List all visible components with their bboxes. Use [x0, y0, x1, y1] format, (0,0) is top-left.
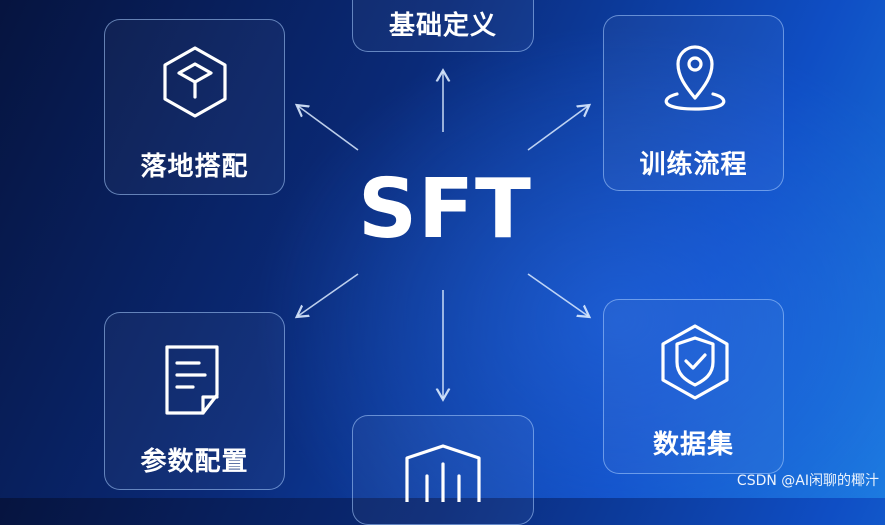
connector-arrows [0, 0, 885, 498]
location-pin-icon [664, 45, 726, 111]
node-bottom-left: 参数配置 [104, 312, 285, 490]
shield-check-icon [661, 324, 729, 400]
node-top: 基础定义 [352, 0, 534, 52]
document-icon [165, 345, 219, 415]
arrow-to-top-left [298, 106, 359, 151]
watermark: CSDN @AI闲聊的椰汁 [736, 473, 879, 489]
arrow-to-top-right [527, 106, 588, 151]
node-top-left: 落地搭配 [104, 19, 285, 195]
center-title: SFT [357, 162, 532, 257]
node-top-right-label: 训练流程 [639, 150, 748, 180]
chip-lines-icon [405, 444, 481, 502]
node-bottom-left-label: 参数配置 [140, 447, 249, 477]
node-bottom-right-label: 数据集 [652, 430, 734, 460]
node-bottom-right: 数据集 [603, 299, 784, 474]
node-bottom [352, 415, 534, 525]
node-top-label: 基础定义 [388, 11, 497, 41]
node-top-left-label: 落地搭配 [140, 152, 249, 182]
node-top-right: 训练流程 [603, 15, 784, 191]
arrow-to-bottom-left [298, 273, 359, 316]
arrow-to-bottom-right [527, 273, 588, 316]
cube-hexagon-icon [163, 46, 227, 118]
